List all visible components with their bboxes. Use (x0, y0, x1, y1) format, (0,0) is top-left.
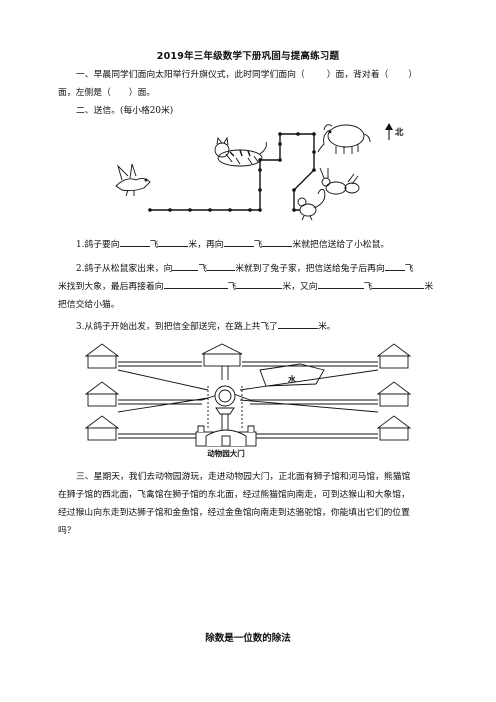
question-3-line-3: 经过猴山向东走到达狮子馆和金鱼馆，经过金鱼馆向南走到达骆驼馆，你能填出它们的位置 (58, 508, 410, 518)
q2-s2-text-d: 飞 (404, 264, 414, 274)
zoo-map: 水 动物园大门 (84, 343, 412, 458)
zoo-paths (117, 361, 379, 439)
q2-s1-text-d: 飞 (253, 240, 263, 250)
zoo-center-sculpture-icon (214, 385, 236, 415)
q2-s2-text-i: 米 (424, 282, 434, 292)
q2-s2-text-h: 飞 (363, 282, 373, 292)
q2-s2-text-f: 飞 (227, 282, 237, 292)
q2-s2-blank-6[interactable] (317, 278, 364, 289)
q2-s1-text-b: 飞 (149, 240, 159, 250)
route-grid-dots (148, 132, 316, 212)
zoo-pavilion-right-bottom (376, 415, 412, 441)
q2-s1-text-a: 1.鸽子要向 (76, 240, 120, 250)
question-3-line-4: 吗？ (58, 526, 76, 536)
q2-s2-blank-7[interactable] (372, 278, 425, 289)
zoo-gate-icon (195, 425, 257, 447)
q2-s2-blank-3[interactable] (384, 260, 405, 271)
q1-text-a: 一、早晨同学们面向太阳举行升旗仪式，此时同学们面向（ (76, 70, 305, 80)
zoo-pavilion-center-top (201, 343, 243, 367)
q2-s2-blank-5[interactable] (236, 278, 283, 289)
q2-s2-text-e: 米找到大象，最后再接着向 (58, 282, 164, 292)
q2-s3-blank-total[interactable] (277, 318, 318, 329)
zoo-pavilion-right-middle (376, 381, 412, 407)
q2-s2-text-c: 米就到了兔子家，把信送给兔子后再向 (235, 264, 385, 274)
q1-text-d: 面，左侧是（ (58, 88, 111, 98)
q1-text-c: ） (408, 70, 418, 80)
q2-s1-blank-direction-2[interactable] (223, 236, 254, 247)
north-arrow-icon (385, 123, 393, 140)
zoo-water-label: 水 (287, 374, 297, 384)
q2-subquestion-2-line-1: 2.鸽子从松鼠家出来，向 飞 米就到了兔子家，把信送给兔子后再向 飞 (58, 260, 468, 279)
route-diagram: 北 (115, 123, 404, 221)
question-3-line-2: 在狮子馆的西北面，飞禽馆在狮子馆的东北面，经过熊猫馆向南走，可到达猴山和大象馆， (58, 490, 410, 500)
cat-icon (214, 136, 267, 167)
question-1-line-2: 面，左侧是（ ）面。 (58, 84, 450, 103)
page-title: 2019年三年级数学下册巩固与提高练习题 (156, 51, 340, 62)
q2-s2-text-g: 米，又向 (282, 282, 318, 292)
q2-subquestion-3: 3.从鸽子开始出发，到把信全部送完，在路上共飞了 米。 (58, 318, 468, 337)
zoo-gate-label: 动物园大门 (207, 448, 245, 458)
zoo-pavilion-left-middle (84, 381, 120, 407)
question-2-heading: 二、送信。(每小格20米) (76, 106, 174, 116)
q2-s1-blank-distance-2[interactable] (262, 236, 293, 247)
q2-s1-blank-distance-1[interactable] (158, 236, 189, 247)
q2-s2-blank-2[interactable] (207, 260, 236, 271)
q1-text-b: ）面，背对着（ (326, 70, 389, 80)
route-line (150, 133, 315, 211)
north-label: 北 (395, 127, 404, 138)
section-title: 除数是一位数的除法 (205, 633, 291, 644)
zoo-pavilion-left-top (84, 343, 120, 369)
rabbit-icon (319, 167, 360, 195)
squirrel-icon (297, 189, 326, 221)
q2-s3-text-b: 米。 (317, 322, 336, 332)
q2-s2-blank-1[interactable] (172, 260, 199, 271)
q2-s1-blank-direction-1[interactable] (119, 236, 150, 247)
question-3-line-1: 三、星期天，我们去动物园游玩，走进动物园大门，正北面有狮子馆和河马馆，熊猫馆 (76, 472, 411, 482)
q2-s3-text-a: 3.从鸽子开始出发，到把信全部送完，在路上共飞了 (76, 322, 278, 332)
q2-s2-text-b: 飞 (198, 264, 208, 274)
q2-s2-blank-4[interactable] (163, 278, 228, 289)
pigeon-icon (115, 163, 151, 197)
q1-text-e: ）面。 (128, 88, 156, 98)
zoo-pavilion-left-bottom (84, 415, 120, 441)
q2-subquestion-2-line-2: 米找到大象，最后再接着向 飞 米，又向 飞 米 (58, 278, 450, 297)
question-1-line-1: 一、早晨同学们面向太阳举行升旗仪式，此时同学们面向（ ）面，背对着（ ） (58, 66, 468, 85)
elephant-icon (317, 124, 371, 154)
q2-s1-text-e: 米就把信送给了小松鼠。 (292, 240, 390, 250)
q2-subquestion-1: 1.鸽子要向 飞 米，再向 飞 米就把信送给了小松鼠。 (58, 236, 468, 255)
q2-s1-text-c: 米，再向 (188, 240, 224, 250)
q2-subquestion-2-line-3: 把信交给小猫。 (58, 300, 120, 310)
zoo-pavilion-right-top (376, 343, 412, 369)
q2-s2-text-a: 2.鸽子从松鼠家出来，向 (76, 264, 173, 274)
